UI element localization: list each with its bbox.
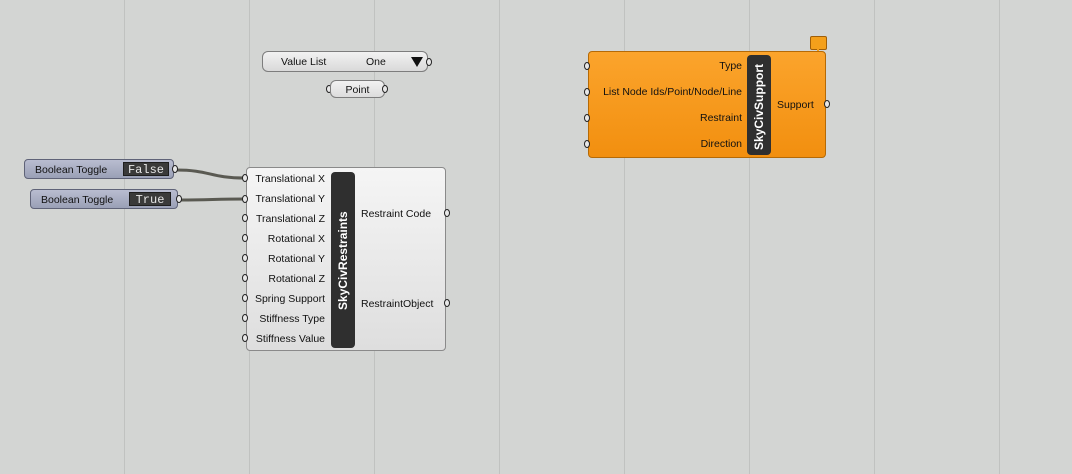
skyciv-restraints-component[interactable]: Translational X Translational Y Translat… [246,167,446,351]
wire-false-to-translational-x [175,168,246,180]
output-grip[interactable] [824,100,830,108]
value-list-component[interactable]: Value List One [262,51,428,72]
input-grip[interactable] [242,174,248,182]
input-type[interactable]: Type [719,60,742,72]
component-title-bar[interactable]: SkyCivRestraints [331,172,355,348]
input-grip[interactable] [584,62,590,70]
value-list-output-grip[interactable] [426,58,432,66]
input-grip[interactable] [242,195,248,203]
toggle-label: Boolean Toggle [41,194,114,206]
input-rotational-z[interactable]: Rotational Z [268,273,325,285]
input-stiffness-value[interactable]: Stiffness Value [255,333,325,345]
input-grip[interactable] [242,294,248,302]
point-label: Point [345,84,370,96]
dropdown-arrow-icon[interactable] [411,57,423,67]
input-list-node-ids[interactable]: List Node Ids/Point/Node/Line [603,86,742,98]
input-grip[interactable] [242,274,248,282]
input-grip[interactable] [242,334,248,342]
output-support[interactable]: Support [777,99,814,111]
component-title-bar[interactable]: SkyCivSupport [747,55,771,155]
point-parameter[interactable]: Point [330,80,385,98]
boolean-toggle-false[interactable]: Boolean Toggle False [24,159,174,179]
input-stiffness-type[interactable]: Stiffness Type [259,313,325,325]
output-grip[interactable] [444,299,450,307]
input-grip[interactable] [584,88,590,96]
value-list-selected-value[interactable]: One [366,56,386,68]
input-rotational-x[interactable]: Rotational X [267,233,325,245]
toggle-value[interactable]: True [129,192,171,207]
input-grip[interactable] [584,140,590,148]
input-grip[interactable] [242,214,248,222]
input-grip[interactable] [242,314,248,322]
input-translational-x[interactable]: Translational X [255,173,325,185]
flag-stem [817,47,819,53]
toggle-value[interactable]: False [123,162,169,177]
component-title: SkyCivSupport [752,63,766,150]
toggle-label: Boolean Toggle [35,164,108,176]
input-translational-z[interactable]: Translational Z [255,213,325,225]
skyciv-support-component[interactable]: Type List Node Ids/Point/Node/Line Restr… [588,51,826,158]
toggle-false-output-grip[interactable] [172,165,178,173]
input-direction[interactable]: Direction [700,138,742,150]
input-grip[interactable] [584,114,590,122]
value-list-label: Value List [281,56,327,68]
input-spring-support[interactable]: Spring Support [254,293,325,305]
toggle-true-output-grip[interactable] [176,195,182,203]
input-restraint[interactable]: Restraint [699,112,742,124]
point-output-grip[interactable] [382,85,388,93]
input-grip[interactable] [242,254,248,262]
input-translational-y[interactable]: Translational Y [255,193,325,205]
input-grip[interactable] [242,234,248,242]
output-restraint-code[interactable]: Restraint Code [361,208,432,220]
boolean-toggle-true[interactable]: Boolean Toggle True [30,189,178,209]
input-rotational-y[interactable]: Rotational Y [267,253,325,265]
component-title: SkyCivRestraints [336,211,350,310]
output-grip[interactable] [444,209,450,217]
wire-true-to-translational-y [179,197,246,202]
output-restraint-object[interactable]: RestraintObject [361,298,434,310]
